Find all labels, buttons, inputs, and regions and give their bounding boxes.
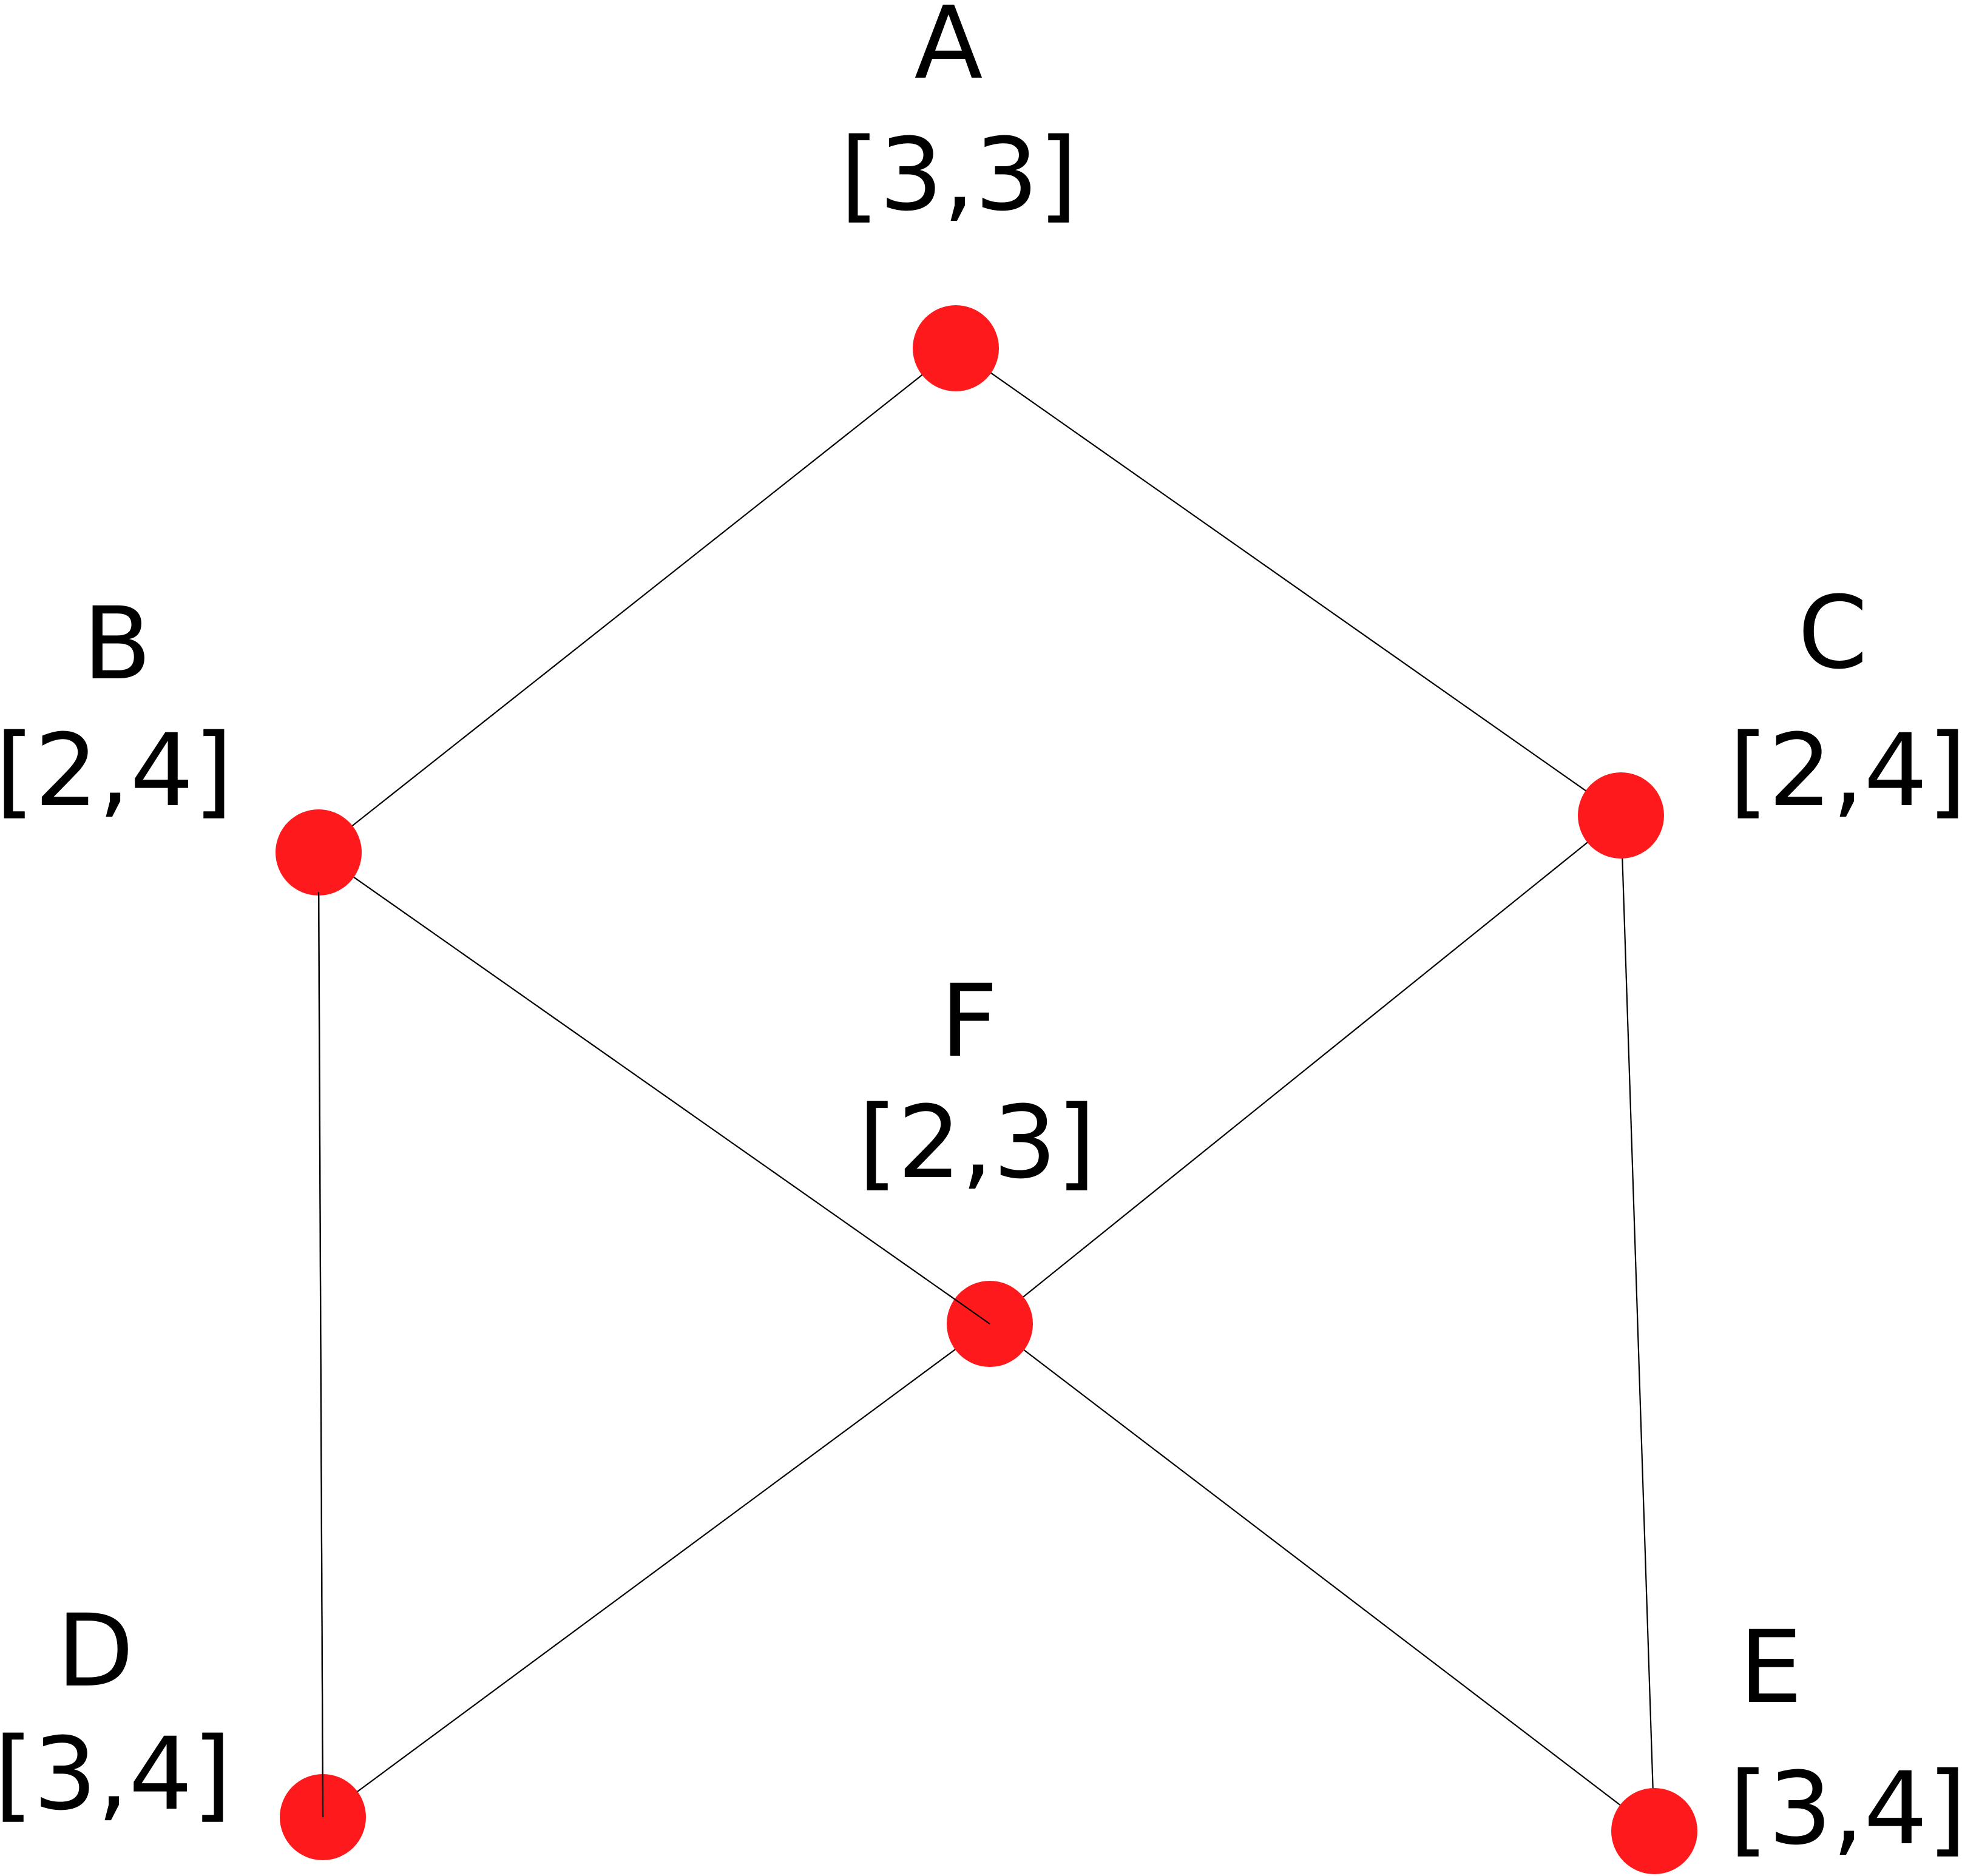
node-c-name: C — [1798, 575, 1867, 691]
edge-c-e — [1620, 815, 1656, 1832]
node-f-value: [2,3] — [858, 1084, 1095, 1201]
node-c-value: [2,4] — [1729, 712, 1962, 829]
node-d-value: [3,4] — [0, 1716, 232, 1832]
node-f-name: F — [941, 963, 998, 1079]
node-e-value: [3,4] — [1729, 1750, 1962, 1867]
node-e — [1611, 1788, 1697, 1874]
edge-overlays — [317, 891, 990, 1818]
node-e-name: E — [1739, 1609, 1802, 1726]
node-a-name: A — [915, 0, 983, 101]
edge-b-d-overlay — [317, 891, 324, 1818]
edge-b-f — [318, 852, 990, 1324]
edge-b-f-overlay — [946, 1293, 990, 1324]
edge-f-d — [322, 1323, 990, 1818]
node-b — [276, 809, 362, 896]
node-d-name: D — [56, 1593, 134, 1709]
node-a — [913, 305, 999, 391]
node-b-value: [2,4] — [0, 712, 233, 829]
edge-a-b — [318, 348, 956, 853]
edge-a-c — [955, 348, 1622, 816]
edge-c-f — [989, 815, 1622, 1324]
edge-f-e — [989, 1323, 1655, 1832]
node-a-value: [3,3] — [840, 116, 1077, 233]
node-b-name: B — [83, 585, 151, 702]
node-c — [1578, 772, 1664, 859]
